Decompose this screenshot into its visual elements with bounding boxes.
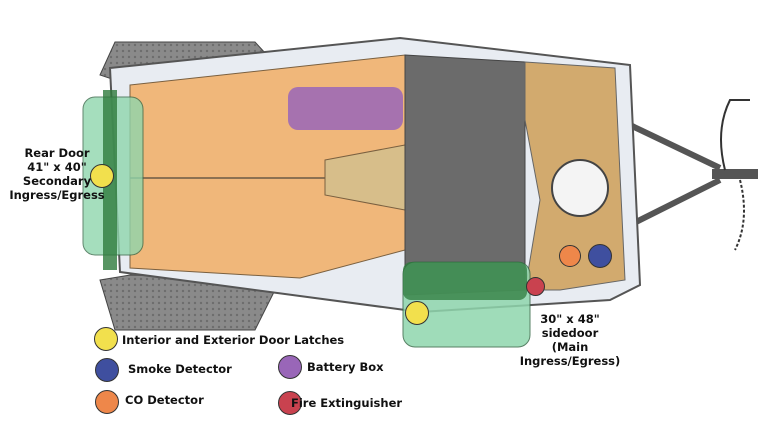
legend-swatch-battery [278,355,302,379]
battery-box [288,87,403,130]
trailer-tongue [628,122,758,228]
fire-extinguisher-marker [526,277,545,296]
legend-swatch-smoke [95,358,119,382]
sink [551,159,609,217]
co-detector-marker [559,245,581,267]
safety-chain [734,179,745,251]
legend-label-co: CO Detector [125,393,204,407]
legend-label-latches: Interior and Exterior Door Latches [122,333,345,347]
legend-swatch-latches [94,327,118,351]
rear-door-latch-marker [90,164,114,188]
legend-swatch-fire [278,391,302,415]
legend-swatch-co [95,390,119,414]
fender-bottom [99,274,281,331]
legend-label-battery: Battery Box [307,360,384,374]
legend-label-smoke: Smoke Detector [128,362,232,376]
smoke-detector-marker [588,244,612,268]
legend-label-fire: Fire Extinguisher [291,396,403,410]
side-door-latch-marker [405,301,429,325]
galley-floor [404,54,526,296]
safety-chain [720,99,750,171]
